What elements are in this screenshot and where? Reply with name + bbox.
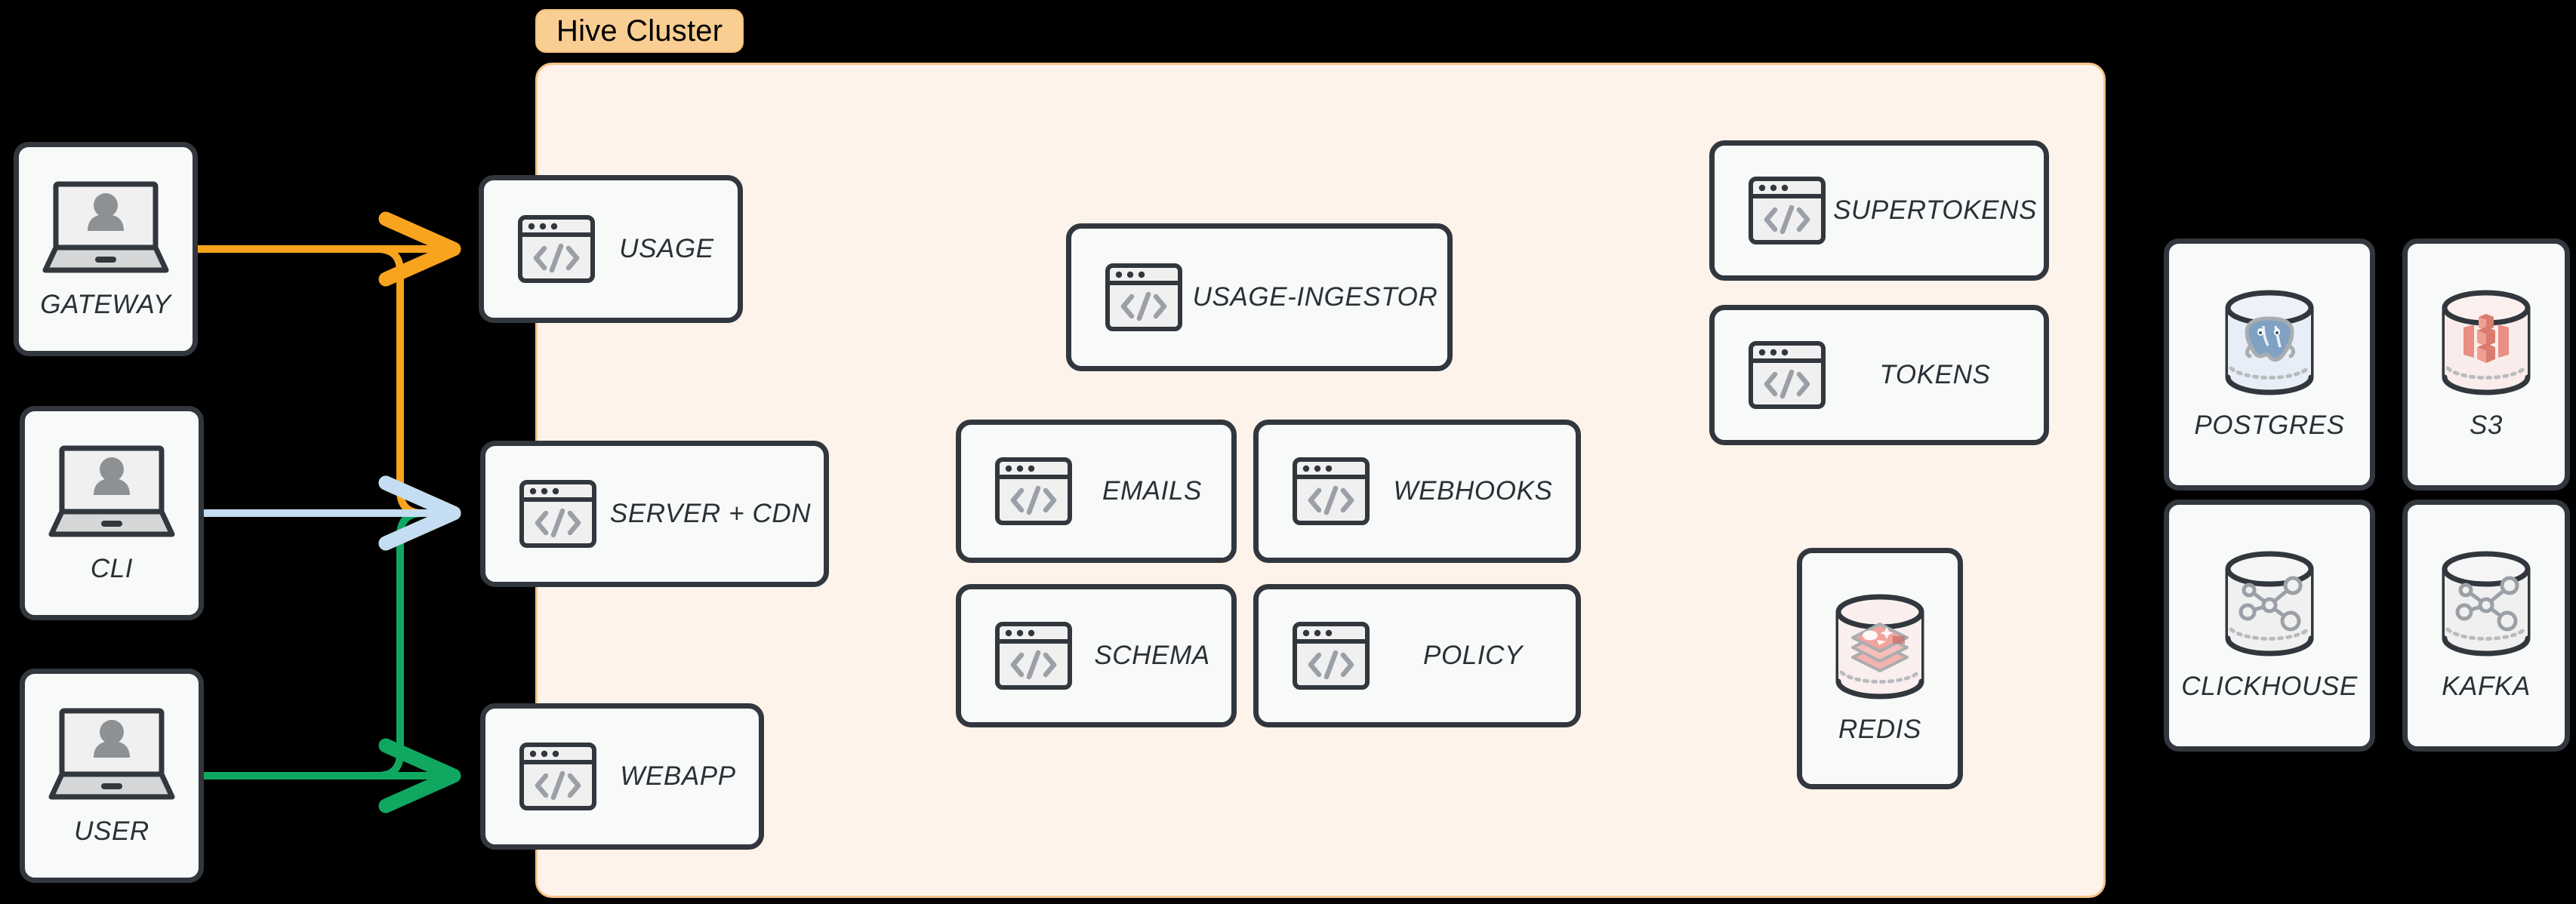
code-window-icon	[994, 621, 1073, 690]
service-node-usage-ingestor[interactable]: USAGE-INGESTOR	[1066, 223, 1453, 371]
service-label: WEBAPP	[620, 761, 736, 791]
code-window-icon	[519, 742, 597, 811]
service-label: USAGE	[619, 234, 714, 263]
code-window-icon	[1105, 263, 1183, 332]
service-node-webapp[interactable]: WEBAPP	[480, 703, 764, 850]
service-node-supertokens[interactable]: SUPERTOKENS	[1709, 140, 2049, 281]
store-node-kafka[interactable]: KAFKA	[2402, 500, 2570, 752]
service-label: SCHEMA	[1094, 641, 1210, 670]
service-node-schema[interactable]: SCHEMA	[956, 584, 1237, 727]
s3-cylinder-icon	[2433, 288, 2540, 398]
client-label: USER	[74, 816, 149, 846]
hive-cluster-badge: Hive Cluster	[535, 9, 744, 53]
service-node-server-cdn[interactable]: SERVER + CDN	[480, 441, 829, 587]
service-node-webhooks[interactable]: WEBHOOKS	[1253, 420, 1581, 563]
redis-cylinder-icon	[1826, 592, 1934, 703]
client-node-user[interactable]: USER	[20, 669, 204, 883]
store-label: POSTGRES	[2194, 410, 2345, 440]
service-label: USAGE-INGESTOR	[1192, 282, 1438, 312]
service-label: POLICY	[1423, 641, 1523, 670]
code-window-icon	[1748, 176, 1826, 245]
client-node-cli[interactable]: CLI	[20, 406, 204, 620]
client-label: CLI	[90, 554, 134, 583]
store-node-redis[interactable]: REDIS	[1797, 548, 1963, 789]
code-window-icon	[1292, 621, 1370, 690]
postgres-cylinder-icon	[2216, 288, 2323, 398]
generic-cylinder-icon	[2216, 549, 2323, 660]
laptop-user-icon	[45, 442, 178, 542]
service-node-policy[interactable]: POLICY	[1253, 584, 1581, 727]
edge-user-to-server-cdn	[194, 475, 461, 779]
service-node-usage[interactable]: USAGE	[479, 175, 743, 323]
service-label: WEBHOOKS	[1393, 476, 1553, 506]
service-label: SUPERTOKENS	[1833, 195, 2037, 225]
store-label: KAFKA	[2442, 672, 2531, 701]
store-node-postgres[interactable]: POSTGRES	[2164, 238, 2375, 490]
service-label: TOKENS	[1879, 360, 1991, 389]
laptop-user-icon	[39, 178, 172, 278]
service-label: EMAILS	[1102, 476, 1202, 506]
client-node-gateway[interactable]: GATEWAY	[14, 142, 198, 356]
generic-cylinder-icon	[2433, 549, 2540, 660]
store-label: CLICKHOUSE	[2181, 672, 2358, 701]
code-window-icon	[1292, 457, 1370, 526]
laptop-user-icon	[45, 705, 178, 804]
code-window-icon	[994, 457, 1073, 526]
code-window-icon	[519, 479, 597, 549]
store-label: REDIS	[1838, 715, 1921, 744]
store-node-s3[interactable]: S3	[2402, 238, 2570, 490]
service-node-emails[interactable]: EMAILS	[956, 420, 1237, 563]
store-node-clickhouse[interactable]: CLICKHOUSE	[2164, 500, 2375, 752]
code-window-icon	[517, 214, 596, 284]
service-node-tokens[interactable]: TOKENS	[1709, 305, 2049, 445]
store-label: S3	[2469, 410, 2503, 440]
edge-gateway-to-server-cdn	[194, 245, 461, 551]
code-window-icon	[1748, 340, 1826, 410]
client-label: GATEWAY	[40, 290, 171, 319]
service-label: SERVER + CDN	[609, 499, 812, 528]
